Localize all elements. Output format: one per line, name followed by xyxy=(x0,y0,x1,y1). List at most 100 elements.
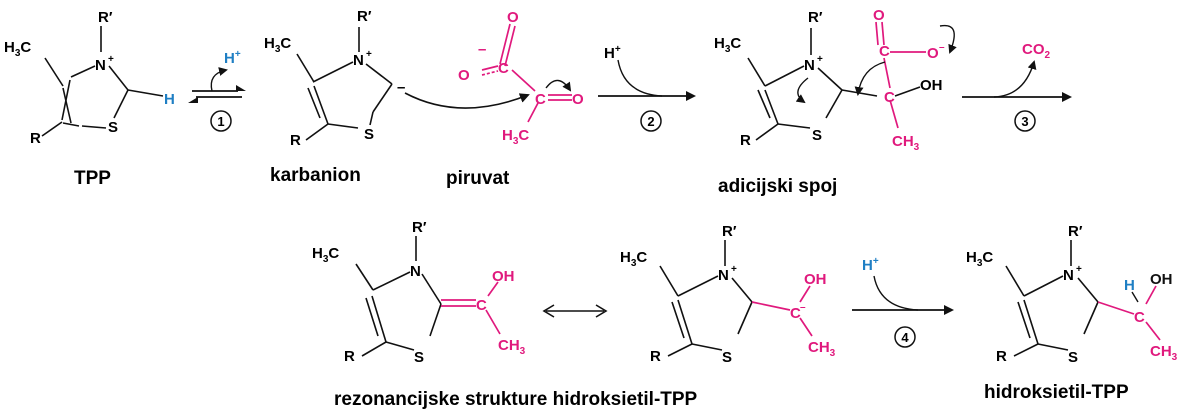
carbonyl-carbon: C xyxy=(535,91,546,108)
step-2-arrow: H+ 2 xyxy=(598,44,696,132)
methyl-group: H3C xyxy=(966,249,993,269)
hydroxyethyl-bonds xyxy=(1097,285,1161,341)
hydroxyl-group: OH xyxy=(804,271,827,288)
step-2-number: 2 xyxy=(647,114,654,129)
iminium-arrow xyxy=(795,77,809,104)
charge-plus: + xyxy=(817,54,823,65)
r-group: R xyxy=(290,132,301,149)
methyl-group: H3C xyxy=(714,35,741,55)
proton-uptake-curve xyxy=(873,275,919,311)
nucleophilic-attack-arrow xyxy=(404,92,530,109)
forward-arrowhead xyxy=(236,85,246,91)
sulfur-atom: S xyxy=(1068,349,1078,366)
piruvat-bonds xyxy=(481,23,572,123)
caption-piruvat: piruvat xyxy=(446,168,510,189)
karbanion-structure: H3C N + R′ R S – karbanion xyxy=(264,8,405,186)
methyl-group: CH3 xyxy=(892,133,920,153)
r-prime-group: R′ xyxy=(808,9,823,26)
caption-karbanion: karbanion xyxy=(270,165,361,186)
carboxylate-charge: – xyxy=(478,41,486,58)
proton-label: H+ xyxy=(862,256,879,274)
resonance-right-head xyxy=(595,304,608,318)
carbanion-carbon: C xyxy=(790,305,801,322)
adduct-bonds xyxy=(875,21,926,129)
hydroxyl-group: OH xyxy=(920,77,943,94)
central-carbon: C xyxy=(884,89,895,106)
enamine-bonds xyxy=(441,281,501,335)
methyl-group: CH3 xyxy=(1150,343,1178,363)
r-group: R xyxy=(344,348,355,365)
sulfur-atom: S xyxy=(414,349,424,366)
r-group: R xyxy=(996,348,1007,365)
step-3-number: 3 xyxy=(1021,114,1028,129)
nitrogen-atom: N xyxy=(410,263,421,280)
r-prime-group: R′ xyxy=(412,219,427,236)
r-group: R xyxy=(740,132,751,149)
thiazolium-ring-bonds xyxy=(747,28,878,141)
nitrogen-atom: N xyxy=(1063,267,1074,284)
step-1-badge xyxy=(210,110,232,132)
decarboxylation-arrow xyxy=(939,24,957,54)
carboxyl-carbon: C xyxy=(498,60,509,77)
carboxyl-oxygen: O xyxy=(507,9,519,26)
tpp-structure: H3C N + R′ R S H TPP xyxy=(4,9,175,189)
carboxyl-carbon: C xyxy=(879,43,890,60)
step-2-badge xyxy=(640,110,662,132)
carboxylate-charge: – xyxy=(939,42,945,53)
step-4-number: 4 xyxy=(901,330,909,345)
r-prime-group: R′ xyxy=(722,223,737,240)
carboxylate-oxygen: O xyxy=(927,45,939,62)
proton-label: H+ xyxy=(604,44,621,62)
carbanion-charge: – xyxy=(800,302,806,313)
hydrogen-bond-line xyxy=(1131,291,1139,303)
carboxylate-oxygen: O xyxy=(458,67,470,84)
enamine-carbon: C xyxy=(476,297,487,314)
step-3-badge xyxy=(1014,110,1036,132)
sulfur-atom: S xyxy=(812,127,822,144)
step-1-arrow: H+ 1 xyxy=(188,49,246,132)
carbonyl-electron-arrow xyxy=(545,79,572,92)
sulfur-atom: S xyxy=(722,349,732,366)
nitrogen-atom: N xyxy=(353,52,364,69)
charge-plus: + xyxy=(731,264,737,275)
r-prime-group: R′ xyxy=(357,8,372,25)
r-prime-group: R′ xyxy=(1068,223,1083,240)
co2-release-arrow xyxy=(993,60,1037,98)
caption-rezonancijske-strukture: rezonancijske strukture hidroksietil-TPP xyxy=(334,389,698,410)
karbanion-ring-bonds xyxy=(296,27,393,141)
resonance-arrow xyxy=(542,304,608,318)
sulfur-atom: S xyxy=(364,126,374,143)
proton-label: H+ xyxy=(224,49,241,67)
carbonyl-oxygen: O xyxy=(572,91,584,108)
enamine-resonance-structure: H3C N R′ R S C OH CH3 xyxy=(312,219,526,366)
acidic-hydrogen: H xyxy=(164,91,175,108)
hydroxyl-group: OH xyxy=(1150,271,1173,288)
carbanion-charge: – xyxy=(397,79,405,96)
ring-bonds xyxy=(1005,240,1099,357)
nitrogen-atom: N xyxy=(95,57,106,74)
step-1-number: 1 xyxy=(217,114,224,129)
r-group: R xyxy=(650,348,661,365)
nitrogen-atom: N xyxy=(804,57,815,74)
methyl-group: CH3 xyxy=(498,337,526,357)
ylide-resonance-structure: H3C N + R′ R S C – OH CH3 xyxy=(620,223,836,366)
methyl-group: H3C xyxy=(620,249,647,269)
charge-plus: + xyxy=(108,54,114,65)
step-4-badge xyxy=(894,326,916,348)
proton-uptake-curve xyxy=(617,59,663,97)
carboxyl-oxygen: O xyxy=(873,7,885,24)
ring-bonds xyxy=(659,240,753,357)
added-hydrogen: H xyxy=(1124,277,1135,294)
hydroxyl-bond xyxy=(894,86,921,97)
methyl-group: H3C xyxy=(264,35,291,55)
ring-bonds xyxy=(355,236,442,357)
caption-tpp: TPP xyxy=(74,168,111,189)
charge-plus: + xyxy=(366,49,372,60)
resonance-left-head xyxy=(542,304,555,318)
co2-label: CO2 xyxy=(1022,41,1051,61)
step-3-arrow: CO2 3 xyxy=(962,41,1072,132)
charge-plus: + xyxy=(1076,264,1082,275)
bond-shift-arrow xyxy=(854,61,886,96)
caption-adicijski-spoj: adicijski spoj xyxy=(718,176,837,197)
